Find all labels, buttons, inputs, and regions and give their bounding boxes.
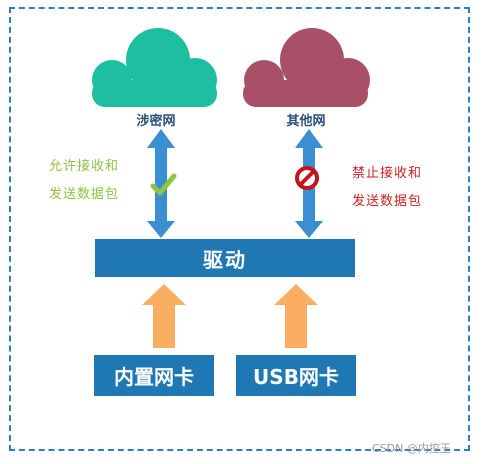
connector-arrow-left [147, 129, 175, 238]
allow-note: 允许接收和 发送数据包 [49, 153, 119, 209]
usb-card-box: USB网卡 [236, 355, 356, 396]
deny-note: 禁止接收和 发送数据包 [352, 160, 422, 216]
cloud-classified-network-icon [92, 28, 217, 107]
internal-card-label: 内置网卡 [114, 365, 194, 389]
dashed-frame [9, 7, 470, 451]
input-arrow-usb [274, 284, 318, 348]
driver-label: 驱动 [203, 247, 247, 272]
input-arrow-internal [142, 284, 186, 348]
other-network-label: 其他网 [286, 114, 326, 129]
cloud-other-network-icon [243, 28, 370, 107]
check-icon [150, 173, 177, 196]
allow-note-line1: 允许接收和 [49, 159, 120, 174]
deny-note-line1: 禁止接收和 [352, 166, 423, 181]
deny-note-line2: 发送数据包 [352, 194, 423, 209]
usb-card-label: USB网卡 [253, 365, 339, 389]
allow-note-line2: 发送数据包 [49, 187, 120, 202]
no-entry-icon [295, 166, 319, 190]
classified-network-label: 涉密网 [136, 114, 176, 129]
internal-card-box: 内置网卡 [94, 355, 214, 396]
driver-box: 驱动 [95, 239, 355, 277]
watermark: CSDN @内控王 [372, 442, 451, 455]
